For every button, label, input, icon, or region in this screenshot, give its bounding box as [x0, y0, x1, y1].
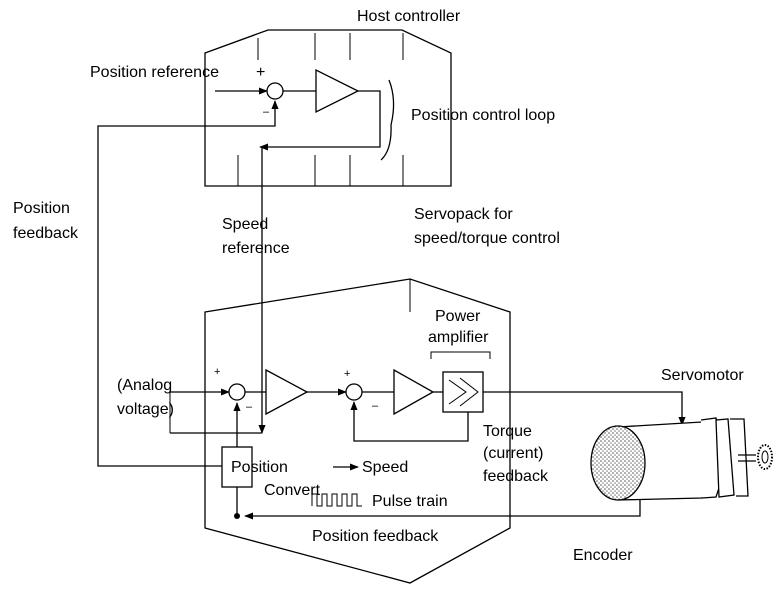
servopack-block — [204, 278, 511, 584]
torque-feedback-label-3: feedback — [483, 468, 549, 485]
pulse-train-label: Pulse train — [372, 493, 448, 510]
host-controller-label: Host controller — [357, 8, 461, 25]
encoder-label: Encoder — [573, 547, 633, 564]
feedback-junction-dot — [234, 513, 240, 519]
servomotor-icon — [590, 417, 773, 501]
position-feedback-left-label-2: feedback — [13, 225, 79, 242]
speed-reference-label-1: Speed — [222, 216, 268, 233]
host-summing-junction — [266, 82, 284, 100]
servopack-summing-plus: + — [214, 366, 220, 378]
host-summing-minus: – — [263, 106, 270, 118]
converter-speed-label: Speed — [362, 459, 408, 476]
position-reference-plus: + — [256, 64, 265, 81]
host-amplifier — [315, 68, 360, 114]
motor-drive-line — [483, 391, 686, 426]
current-summing-plus: + — [344, 368, 350, 380]
position-reference-label: Position reference — [90, 64, 219, 81]
speed-amplifier — [265, 368, 309, 416]
servopack-label-2: speed/torque control — [414, 230, 560, 247]
torque-feedback-label-2: (current) — [483, 445, 543, 462]
analog-voltage-label-1: (Analog — [117, 377, 172, 394]
current-amplifier — [393, 368, 435, 416]
current-summing-minus: – — [372, 400, 379, 412]
pulse-train-icon — [311, 493, 362, 507]
servopack-summing-minus: – — [246, 401, 253, 413]
power-amplifier — [442, 371, 484, 413]
torque-feedback-label-1: Torque — [483, 423, 532, 440]
speed-reference-label-2: reference — [222, 240, 290, 257]
torque-feedback-loop — [350, 401, 469, 442]
analog-voltage-label-2: voltage) — [117, 401, 174, 418]
position-speed-converter — [221, 446, 253, 488]
speed-reference-output — [259, 90, 381, 151]
position-feedback-loop — [97, 100, 279, 467]
servomotor-label: Servomotor — [661, 367, 744, 384]
position-control-loop-label: Position control loop — [411, 107, 555, 124]
host-controller-block — [204, 29, 452, 187]
position-feedback-bottom-label: Position feedback — [312, 528, 439, 545]
servopack-summing-junction — [228, 383, 246, 401]
current-summing-junction — [345, 383, 363, 401]
converter-position-label: Position — [231, 459, 288, 476]
servopack-label-1: Servopack for — [414, 206, 513, 223]
power-amplifier-label-1: Power — [435, 308, 481, 325]
converter-convert-label: Convert — [264, 482, 321, 499]
power-amplifier-label-2: amplifier — [428, 329, 489, 346]
position-feedback-left-label-1: Position — [13, 200, 70, 217]
